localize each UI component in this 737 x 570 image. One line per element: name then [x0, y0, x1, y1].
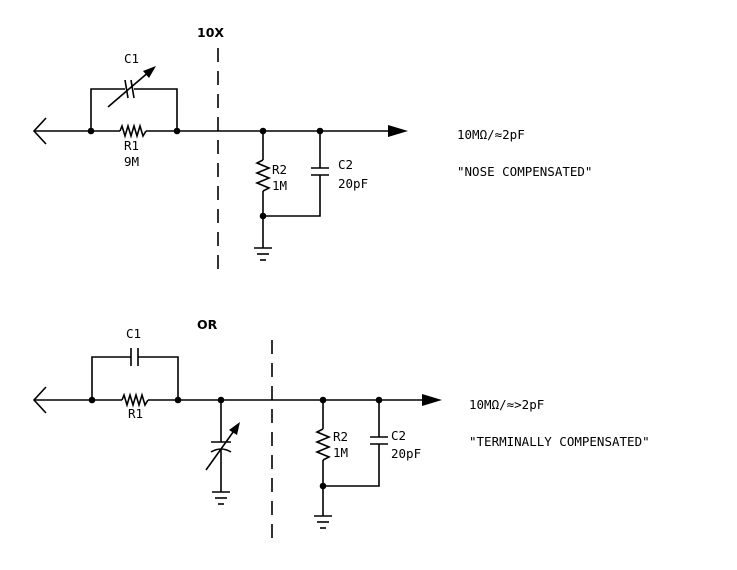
top-c1-left-wire: [90, 88, 125, 131]
top-c2-label: C2: [338, 157, 353, 172]
top-circuit: 10X C1 R1 9M R2 1M: [32, 25, 592, 278]
bottom-heading: OR: [197, 317, 218, 332]
top-c1-plate-b: [130, 79, 135, 99]
bottom-circuit: OR R1 C1: [32, 317, 650, 542]
top-c2-value: 20pF: [338, 176, 368, 191]
bottom-spec: 10MΩ/≈>2pF: [469, 397, 544, 412]
top-r1-label: R1: [124, 138, 139, 153]
top-c1-label: C1: [124, 51, 139, 66]
top-r1-resistor-icon: [119, 123, 147, 139]
bottom-c2-value: 20pF: [391, 446, 421, 461]
bottom-output-arrow-icon: [422, 394, 442, 406]
top-caption: "NOSE COMPENSATED": [457, 164, 592, 179]
bottom-r2-value: 1M: [333, 445, 348, 460]
bottom-c1-label: C1: [126, 326, 141, 341]
bottom-r2-label: R2: [333, 429, 348, 444]
top-output-arrow-icon: [388, 125, 408, 137]
top-c1-right-wire: [134, 88, 178, 131]
top-r2-resistor-icon: [254, 159, 272, 192]
bottom-r2-resistor-icon: [314, 428, 332, 461]
bottom-c1-left-wire: [91, 356, 131, 400]
bottom-r1-resistor-icon: [121, 392, 149, 408]
bottom-r1-label: R1: [128, 406, 143, 421]
top-c1-adjust-arrow-icon: [107, 70, 151, 108]
top-heading: 10X: [197, 25, 224, 40]
top-c1-plate-a: [124, 79, 129, 99]
bottom-adjust-arrow-icon: [205, 427, 237, 471]
top-r2-label: R2: [272, 162, 287, 177]
top-r2-value: 1M: [272, 178, 287, 193]
top-spec: 10MΩ/≈2pF: [457, 127, 525, 142]
bottom-c1-right-wire: [138, 356, 179, 400]
bottom-caption: "TERMINALLY COMPENSATED": [469, 434, 650, 449]
bottom-c2-label: C2: [391, 428, 406, 443]
top-r1-value: 9M: [124, 154, 139, 169]
